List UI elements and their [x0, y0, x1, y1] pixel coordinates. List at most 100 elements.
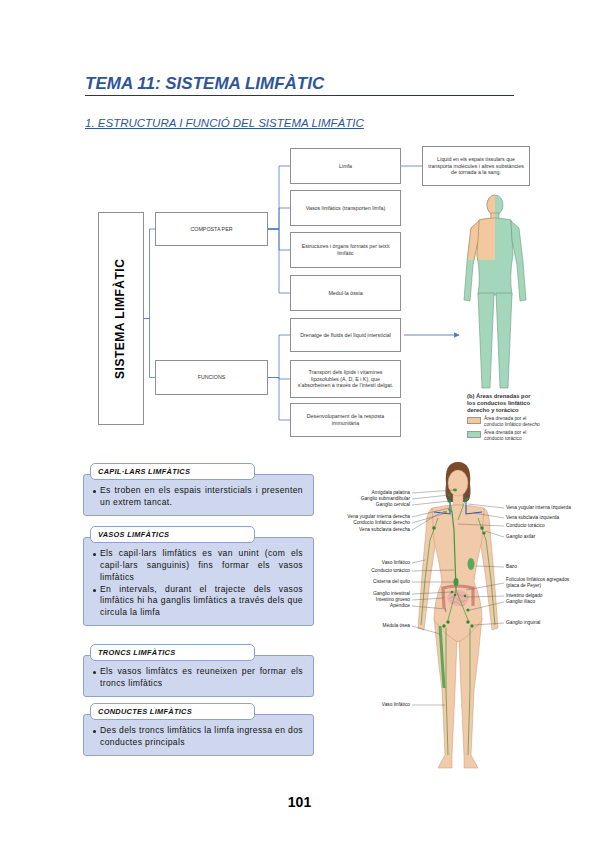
small-intestine: [447, 590, 469, 606]
bullet-text: Els vasos limfàtcs es reuneixen per form…: [100, 666, 303, 690]
info-panel: TRONCS LIMFÀTICS Els vasos limfàtcs es re…: [83, 644, 314, 697]
item-box: Vasos limfàtics (transporten limfa): [290, 190, 401, 226]
item-box: Desenvolupament de la resposta immunitàr…: [290, 403, 401, 437]
box-text: Medul·la òssia: [328, 290, 362, 297]
box-text: FUNCIONS: [198, 374, 226, 381]
figure-caption: (b) Áreas drenadas por los conductos lin…: [467, 393, 537, 414]
box-text: Limfa: [339, 163, 352, 170]
leader-line: [412, 560, 425, 563]
anatomy-label: Ganglio submandibular: [361, 496, 410, 502]
leader-line: [412, 705, 445, 706]
anatomy-label: Vena yugular interna izquierda: [506, 505, 571, 511]
torso: [432, 505, 484, 642]
bullet-row: Des dels troncs limfàtics la limfa ingre…: [93, 725, 303, 749]
leader-line: [412, 598, 444, 600]
section-heading: 1. ESTRUCTURA I FUNCIÓ DEL SISTEMA LIMFÀ…: [85, 117, 364, 129]
info-panel: CONDUCTES LIMFÀTICS Des dels troncs limfà…: [83, 703, 314, 756]
category-box: COMPOSTA PER: [155, 212, 268, 246]
legend-text: Área drenada por el conducto linfático d…: [484, 416, 544, 428]
item-box: Estructures i òrgans formats per teixit …: [290, 232, 401, 268]
leader-line: [412, 592, 451, 594]
right-lymphatic-duct: [443, 511, 447, 512]
tree-connector: [268, 378, 290, 421]
item-box: Medul·la òssia: [290, 275, 401, 311]
leader-line: [412, 508, 449, 517]
head: [448, 470, 468, 496]
anatomy-label: Bazo: [506, 564, 517, 570]
lymph-node: [482, 531, 485, 534]
anatomy-label: Intestino delgado: [506, 593, 543, 599]
anatomy-label: Ganglio inguinal: [506, 620, 540, 626]
bullet-dot: [93, 490, 96, 493]
root-title: SISTEMA LIMFÀTIC: [113, 258, 129, 378]
bullet-row: Es troben en els espais intersticials i …: [93, 485, 303, 509]
tree-connector: [268, 335, 290, 378]
anatomy-label: Ganglio intestinal: [373, 591, 410, 597]
vein: [434, 494, 482, 514]
lymph-node: [454, 594, 457, 597]
anatomy-label: Conducto linfático derecho: [353, 520, 410, 526]
lymph-node: [442, 624, 445, 627]
leader-line: [458, 524, 504, 526]
leader-line: [412, 606, 446, 609]
box-text: Estructures i òrgans formats per teixit …: [296, 243, 395, 257]
bullet-dot: [93, 553, 96, 556]
leader-line: [412, 513, 440, 530]
leg: [459, 618, 482, 768]
leader-line: [412, 501, 449, 505]
lymph-node: [446, 620, 449, 623]
lymph-node: [466, 608, 469, 611]
anatomy-label: Vena yugular interna derecha: [347, 514, 410, 520]
box-text: Líquid en els espais tissulars que trans…: [428, 156, 524, 177]
lymph-node: [432, 526, 436, 530]
spleen: [468, 558, 475, 570]
panel-heading: CAPIL·LARS LIMFÀTICS: [90, 463, 255, 480]
leader-line: [476, 566, 504, 567]
panel-body: Els capil·lars limfàtics es van unint (c…: [83, 537, 314, 626]
info-panel: VASOS LIMFÀTICSEls capil·lars limfàtics …: [83, 526, 314, 626]
bullet-dot: [93, 589, 96, 592]
leader-lines: [412, 490, 504, 705]
category-box: FUNCIONS: [155, 360, 268, 395]
box-text: Vasos limfàtics (transporten limfa): [306, 205, 385, 212]
leader-line: [412, 582, 454, 583]
lymph-node: [466, 620, 469, 623]
bullet-dot: [93, 730, 96, 733]
lymph-node: [451, 591, 454, 594]
item-box: Limfa: [290, 148, 401, 184]
leader-line: [470, 602, 504, 610]
bullet-row: En intervals, durant el trajecte dels va…: [93, 584, 303, 620]
anatomy-label: Ganglio cervical: [376, 502, 410, 508]
tree-connector: [401, 166, 422, 167]
item-box: Drenatge de fluids del líquid interstici…: [290, 318, 401, 352]
tree-connector: [268, 229, 290, 293]
leader-line: [412, 490, 454, 493]
bullet-text: En intervals, durant el trajecte dels va…: [100, 584, 303, 620]
panel-heading: CONDUCTES LIMFÀTICS: [90, 703, 255, 720]
appendix: [445, 608, 446, 612]
anatomy-label: Amígdala palatina: [372, 490, 410, 496]
leader-line: [412, 513, 446, 523]
connectors: [144, 166, 422, 420]
panel-heading: TRONCS LIMFÀTICS: [90, 644, 255, 661]
bullet-row: Els capil·lars limfàtics es van unint (c…: [93, 548, 303, 584]
anatomy-label: Ganglio axilar: [506, 534, 535, 540]
legend-row: Área drenada por el conducto linfático d…: [467, 416, 547, 430]
legend-text: Área drenada por el conducto torácico: [484, 430, 544, 442]
lymph-node: [470, 624, 473, 627]
item-box: Transport dels lípids i vitamines liposo…: [290, 360, 401, 398]
tree-connector: [268, 208, 290, 229]
lymph-vessel: [421, 498, 495, 755]
anatomy-label: Vena subclavia derecha: [359, 527, 410, 533]
leader-line: [474, 623, 504, 625]
anatomy-label: Cisterna del quilo: [373, 579, 410, 585]
anatomy-label: Vaso linfático: [382, 560, 410, 566]
anatomy-label: Folículos linfáticos agregados (placa de…: [506, 577, 576, 589]
box-text: COMPOSTA PER: [191, 226, 233, 233]
box-text: Desenvolupament de la resposta immunitàr…: [296, 413, 395, 427]
leader-line: [412, 626, 440, 634]
thoracic-duct: [448, 509, 456, 590]
bullet-text: Des dels troncs limfàtics la limfa ingre…: [100, 725, 303, 749]
